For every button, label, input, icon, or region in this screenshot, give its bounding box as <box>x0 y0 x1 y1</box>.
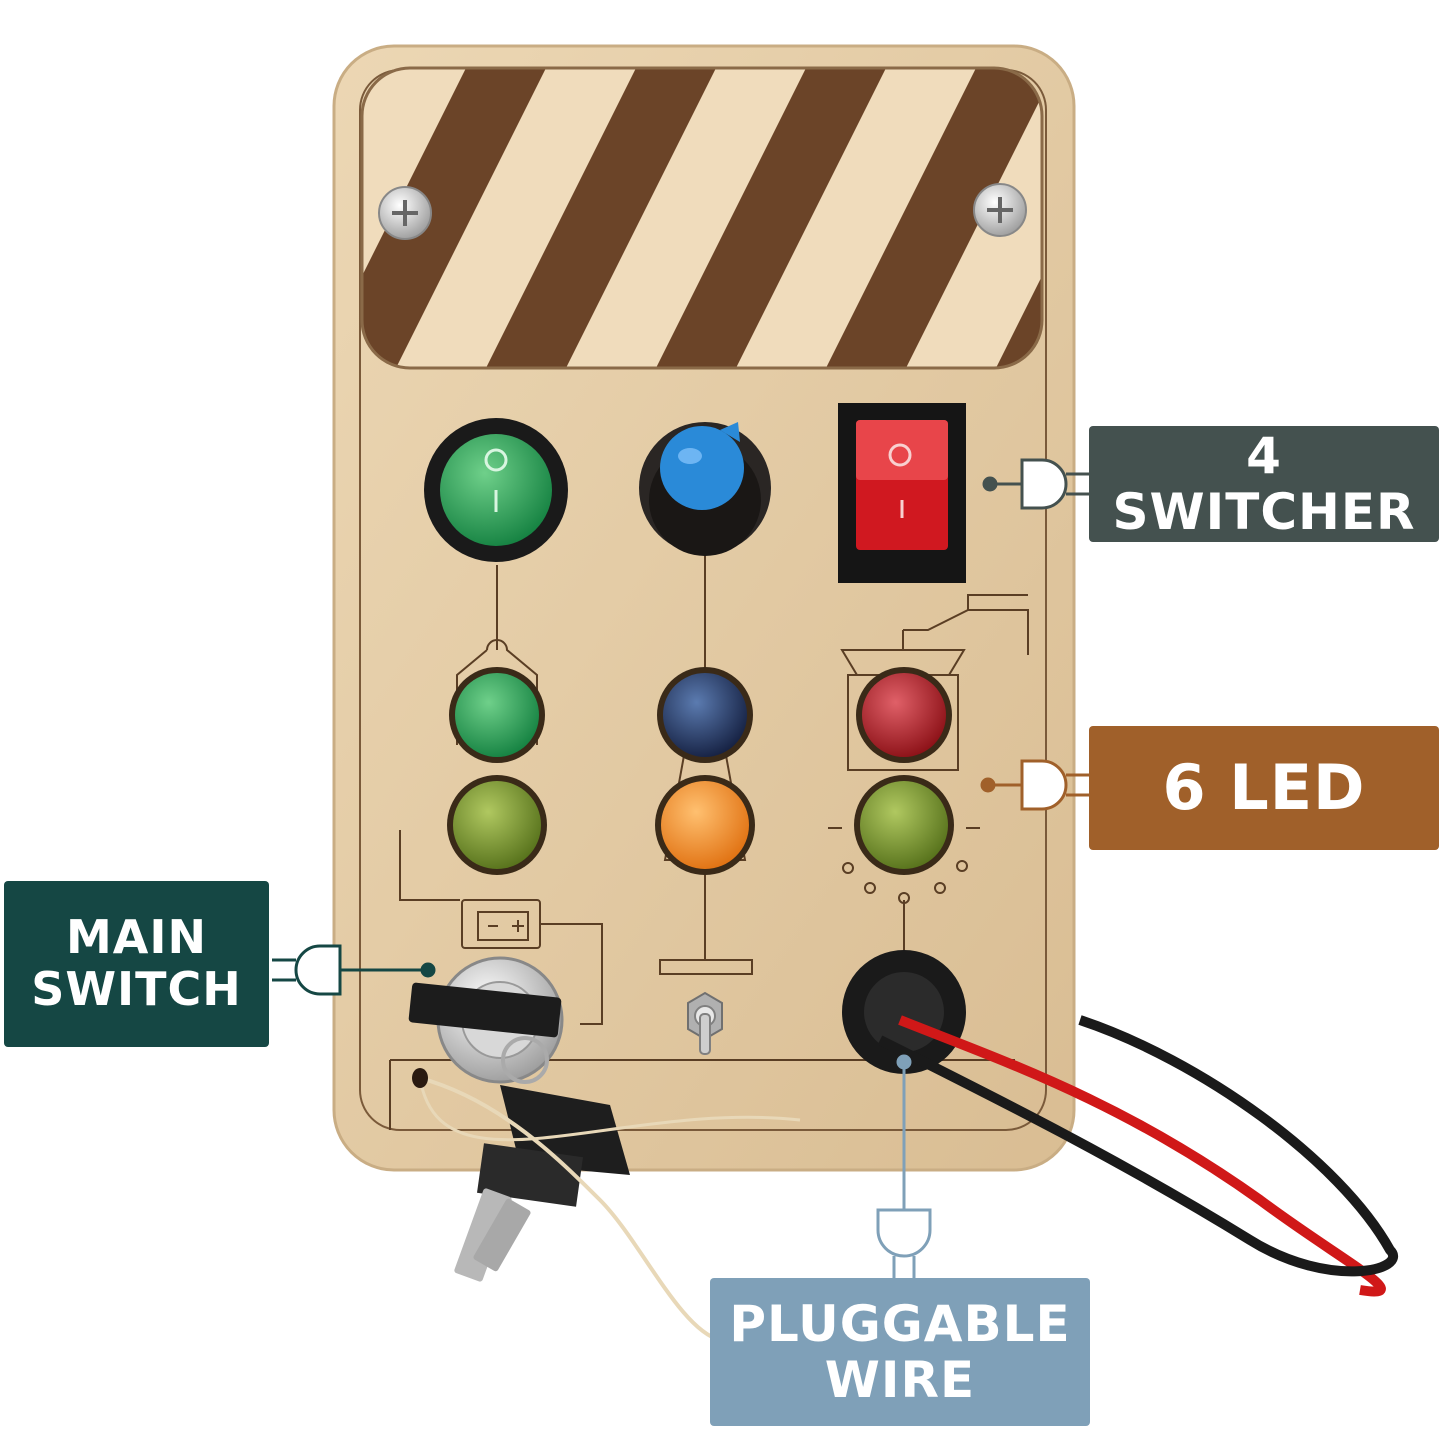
black-wire <box>877 1015 1398 1277</box>
led-red <box>856 667 952 763</box>
connector-main-switch <box>340 962 436 978</box>
connector-led <box>980 777 1022 793</box>
callout-6-led-text: 6 LED <box>1162 751 1366 825</box>
plug-icon <box>1020 759 1090 811</box>
callout-main-switch-line1: MAIN <box>66 910 207 965</box>
plug-icon <box>272 944 342 996</box>
string-hole <box>412 1068 428 1088</box>
connector-wire <box>896 1054 912 1210</box>
blue-rotary-knob <box>639 422 771 556</box>
callout-4-switcher-text: 4 SWITCHER <box>1112 427 1416 541</box>
led-olive-left <box>447 775 547 875</box>
striped-top-plate <box>362 68 1042 368</box>
led-olive-right <box>854 775 954 875</box>
battery-icon <box>477 911 529 941</box>
callout-pluggable-wire-line1: PLUGGABLE <box>729 1295 1071 1353</box>
screw-icon <box>378 186 432 240</box>
toggle-switch <box>687 991 723 1055</box>
plug-icon <box>876 1208 932 1278</box>
string <box>418 1077 801 1142</box>
callout-main-switch: MAIN SWITCH <box>4 881 269 1047</box>
led-navy <box>657 667 753 763</box>
callout-pluggable-wire-line2: WIRE <box>824 1351 976 1409</box>
sun-rays <box>828 827 980 904</box>
led-green <box>449 667 545 763</box>
led-orange <box>655 775 755 875</box>
red-rocker-switch <box>838 403 966 583</box>
screw-icon <box>973 183 1027 237</box>
red-wire <box>898 1015 1386 1297</box>
callout-pluggable-wire: PLUGGABLE WIRE <box>710 1278 1090 1426</box>
callout-6-led: 6 LED <box>1089 726 1439 850</box>
key-switch <box>408 956 564 1084</box>
connector-switcher <box>982 476 1022 492</box>
callout-4-switcher: 4 SWITCHER <box>1089 426 1439 542</box>
plug-icon <box>1020 458 1090 510</box>
callout-main-switch-line2: SWITCH <box>31 962 242 1016</box>
green-rocker-switch <box>424 418 568 562</box>
string <box>419 1076 721 1342</box>
